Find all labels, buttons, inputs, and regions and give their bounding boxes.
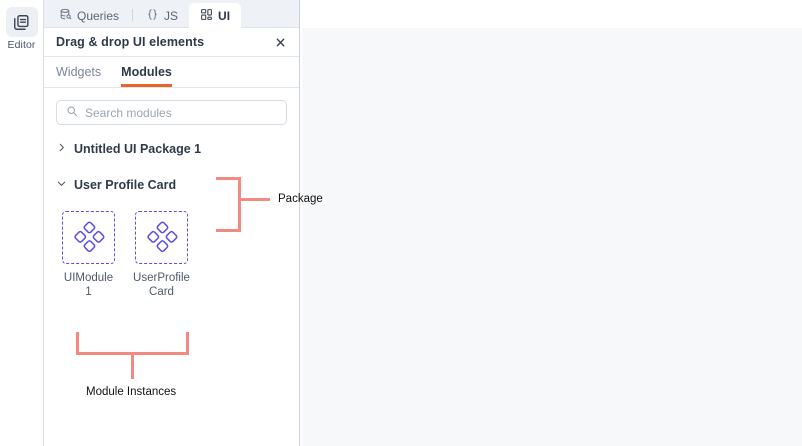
search-input[interactable]: [85, 105, 277, 120]
tab-js-label: JS: [164, 8, 179, 23]
module-instance-label: UIModule 1: [63, 272, 114, 299]
search-icon: [66, 104, 78, 122]
tab-ui-label: UI: [218, 8, 231, 23]
search-container: [44, 88, 299, 125]
copy-documents-icon: [5, 7, 38, 37]
panel-header: Drag & drop UI elements: [44, 28, 299, 57]
tree-item-label: User Profile Card: [74, 178, 177, 192]
panel-title: Drag & drop UI elements: [56, 35, 205, 49]
tab-divider: [132, 9, 134, 21]
subtab-modules[interactable]: Modules: [121, 65, 172, 87]
canvas-area[interactable]: [302, 28, 802, 446]
ui-elements-panel: Queries JS: [44, 0, 300, 446]
module-instance-label: UserProfileCard: [133, 272, 190, 299]
subtab-widgets[interactable]: Widgets: [56, 64, 102, 79]
tree-item-label: Untitled UI Package 1: [74, 142, 202, 156]
top-tabbar: Queries JS: [44, 0, 299, 28]
close-icon[interactable]: [272, 34, 288, 50]
module-instance-grid: UIModule 1 UserProfileCard: [44, 199, 299, 299]
curly-braces-icon: [146, 8, 159, 24]
module-tree: Untitled UI Package 1 User Profile Card: [44, 125, 299, 199]
tab-queries[interactable]: Queries: [48, 3, 130, 28]
rail-item-editor[interactable]: Editor: [5, 7, 39, 51]
tab-js[interactable]: JS: [135, 3, 189, 28]
left-rail: Editor: [0, 0, 44, 446]
rail-item-label: Editor: [7, 39, 36, 51]
module-instance-uimodule-1[interactable]: UIModule 1: [58, 211, 119, 299]
tree-item-user-profile-card[interactable]: User Profile Card: [56, 171, 287, 199]
layout-grid-icon: [200, 8, 213, 24]
canvas-top-strip: [300, 0, 802, 28]
tab-ui[interactable]: UI: [189, 3, 242, 28]
annotation-module-instances-label: Module Instances: [86, 386, 177, 398]
panel-subtabs: Widgets Modules: [44, 57, 299, 88]
four-diamonds-module-icon: [62, 211, 115, 264]
chevron-down-icon[interactable]: [56, 176, 67, 194]
four-diamonds-module-icon: [135, 211, 188, 264]
tree-item-untitled-ui-package-1[interactable]: Untitled UI Package 1: [56, 135, 287, 163]
chevron-right-icon[interactable]: [56, 140, 67, 158]
search-box[interactable]: [56, 100, 287, 125]
annotation-package-label: Package: [278, 193, 323, 205]
database-search-icon: [59, 8, 72, 24]
tab-queries-label: Queries: [77, 8, 120, 23]
module-instance-userprofilecard[interactable]: UserProfileCard: [131, 211, 192, 299]
